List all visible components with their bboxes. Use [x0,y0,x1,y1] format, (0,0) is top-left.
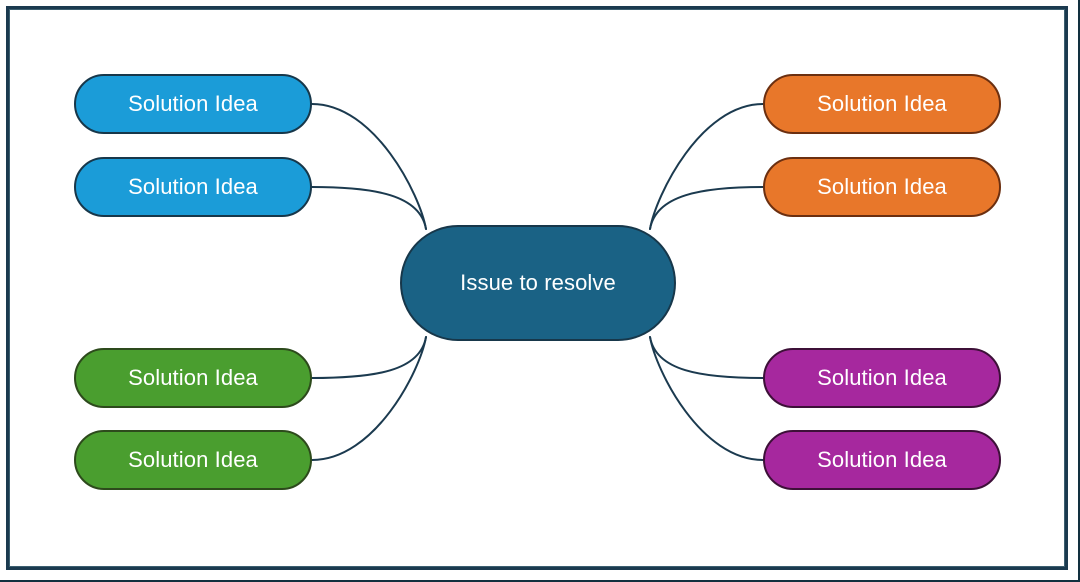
solution-node[interactable]: Solution Idea [763,430,1001,490]
solution-node[interactable]: Solution Idea [763,74,1001,134]
solution-node-label: Solution Idea [817,447,947,472]
solution-node[interactable]: Solution Idea [74,74,312,134]
solution-node-label: Solution Idea [817,365,947,390]
solution-node-label: Solution Idea [128,174,258,199]
center-node[interactable]: Issue to resolve [400,225,676,341]
outer-rule-right [1078,0,1080,582]
solution-node[interactable]: Solution Idea [74,348,312,408]
solution-node-label: Solution Idea [128,365,258,390]
solution-node[interactable]: Solution Idea [763,157,1001,217]
solution-node-label: Solution Idea [817,91,947,116]
solution-node[interactable]: Solution Idea [74,157,312,217]
solution-node-label: Solution Idea [128,91,258,116]
center-node-label: Issue to resolve [460,270,616,295]
solution-node-label: Solution Idea [817,174,947,199]
solution-node[interactable]: Solution Idea [74,430,312,490]
outer-rule-bottom [0,580,1080,582]
solution-node[interactable]: Solution Idea [763,348,1001,408]
solution-node-label: Solution Idea [128,447,258,472]
